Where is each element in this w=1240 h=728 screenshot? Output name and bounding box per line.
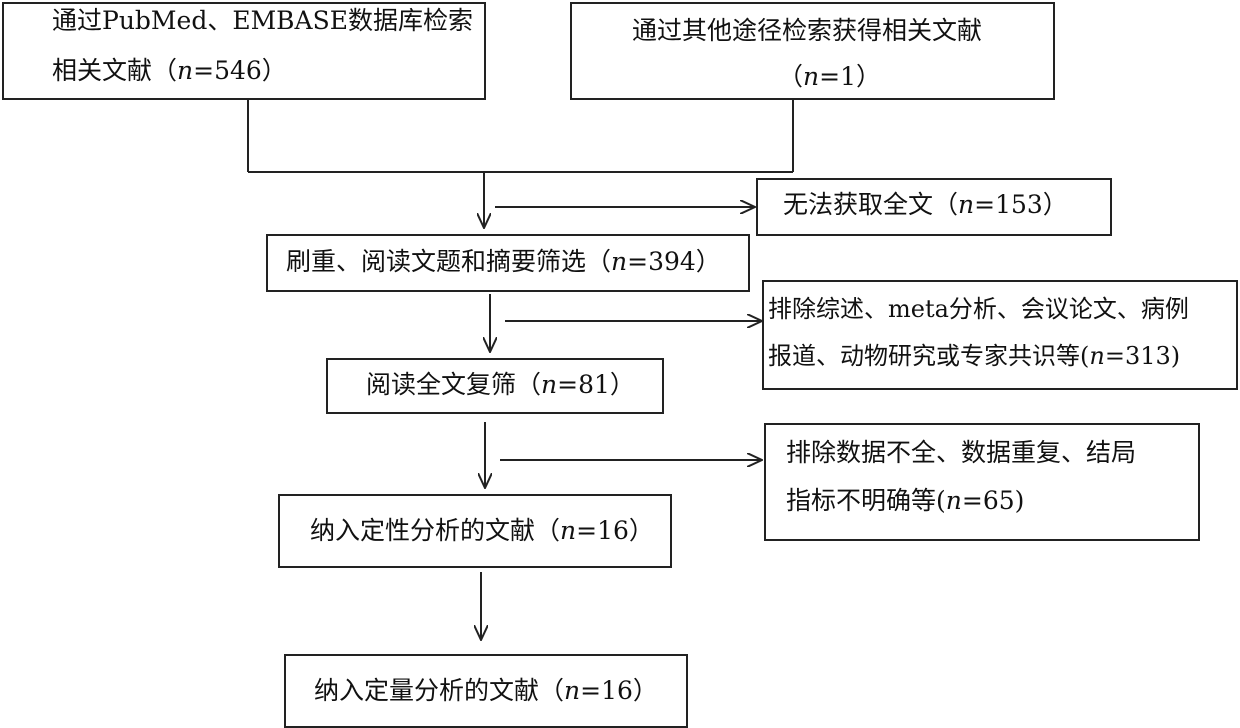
database-search-line1: 通过PubMed、EMBASE数据库检索 — [52, 6, 473, 35]
box-exclude-reviews — [762, 280, 1238, 390]
box-title-abstract-screening — [266, 234, 750, 292]
quantitative-analysis-label: 纳入定量分析的文献（n=16） — [314, 676, 658, 705]
fulltext-review-label: 阅读全文复筛（n=81） — [366, 370, 635, 399]
exclude-no-fulltext-label: 无法获取全文（n=153） — [783, 190, 1068, 219]
box-other-sources — [570, 2, 1055, 100]
box-database-search — [2, 2, 486, 100]
title-abstract-screening-label: 刷重、阅读文题和摘要筛选（n=394） — [286, 247, 721, 276]
exclude-reviews-line1: 排除综述、meta分析、会议论文、病例 — [768, 295, 1189, 323]
exclude-incomplete-data-line2: 指标不明确等(n=65) — [786, 486, 1025, 515]
exclude-incomplete-data-line1: 排除数据不全、数据重复、结局 — [786, 438, 1137, 467]
other-sources-line2: （n=1） — [778, 62, 881, 91]
box-fulltext-review — [326, 358, 664, 414]
database-search-line2: 相关文献（n=546） — [52, 56, 287, 85]
other-sources-line1: 通过其他途径检索获得相关文献 — [632, 16, 983, 45]
exclude-reviews-line2: 报道、动物研究或专家共识等(n=313) — [768, 342, 1181, 370]
box-exclude-no-fulltext — [756, 178, 1112, 236]
qualitative-analysis-label: 纳入定性分析的文献（n=16） — [310, 516, 654, 545]
box-qualitative-analysis — [278, 494, 672, 568]
box-quantitative-analysis — [284, 654, 688, 728]
box-exclude-incomplete-data — [764, 423, 1200, 541]
